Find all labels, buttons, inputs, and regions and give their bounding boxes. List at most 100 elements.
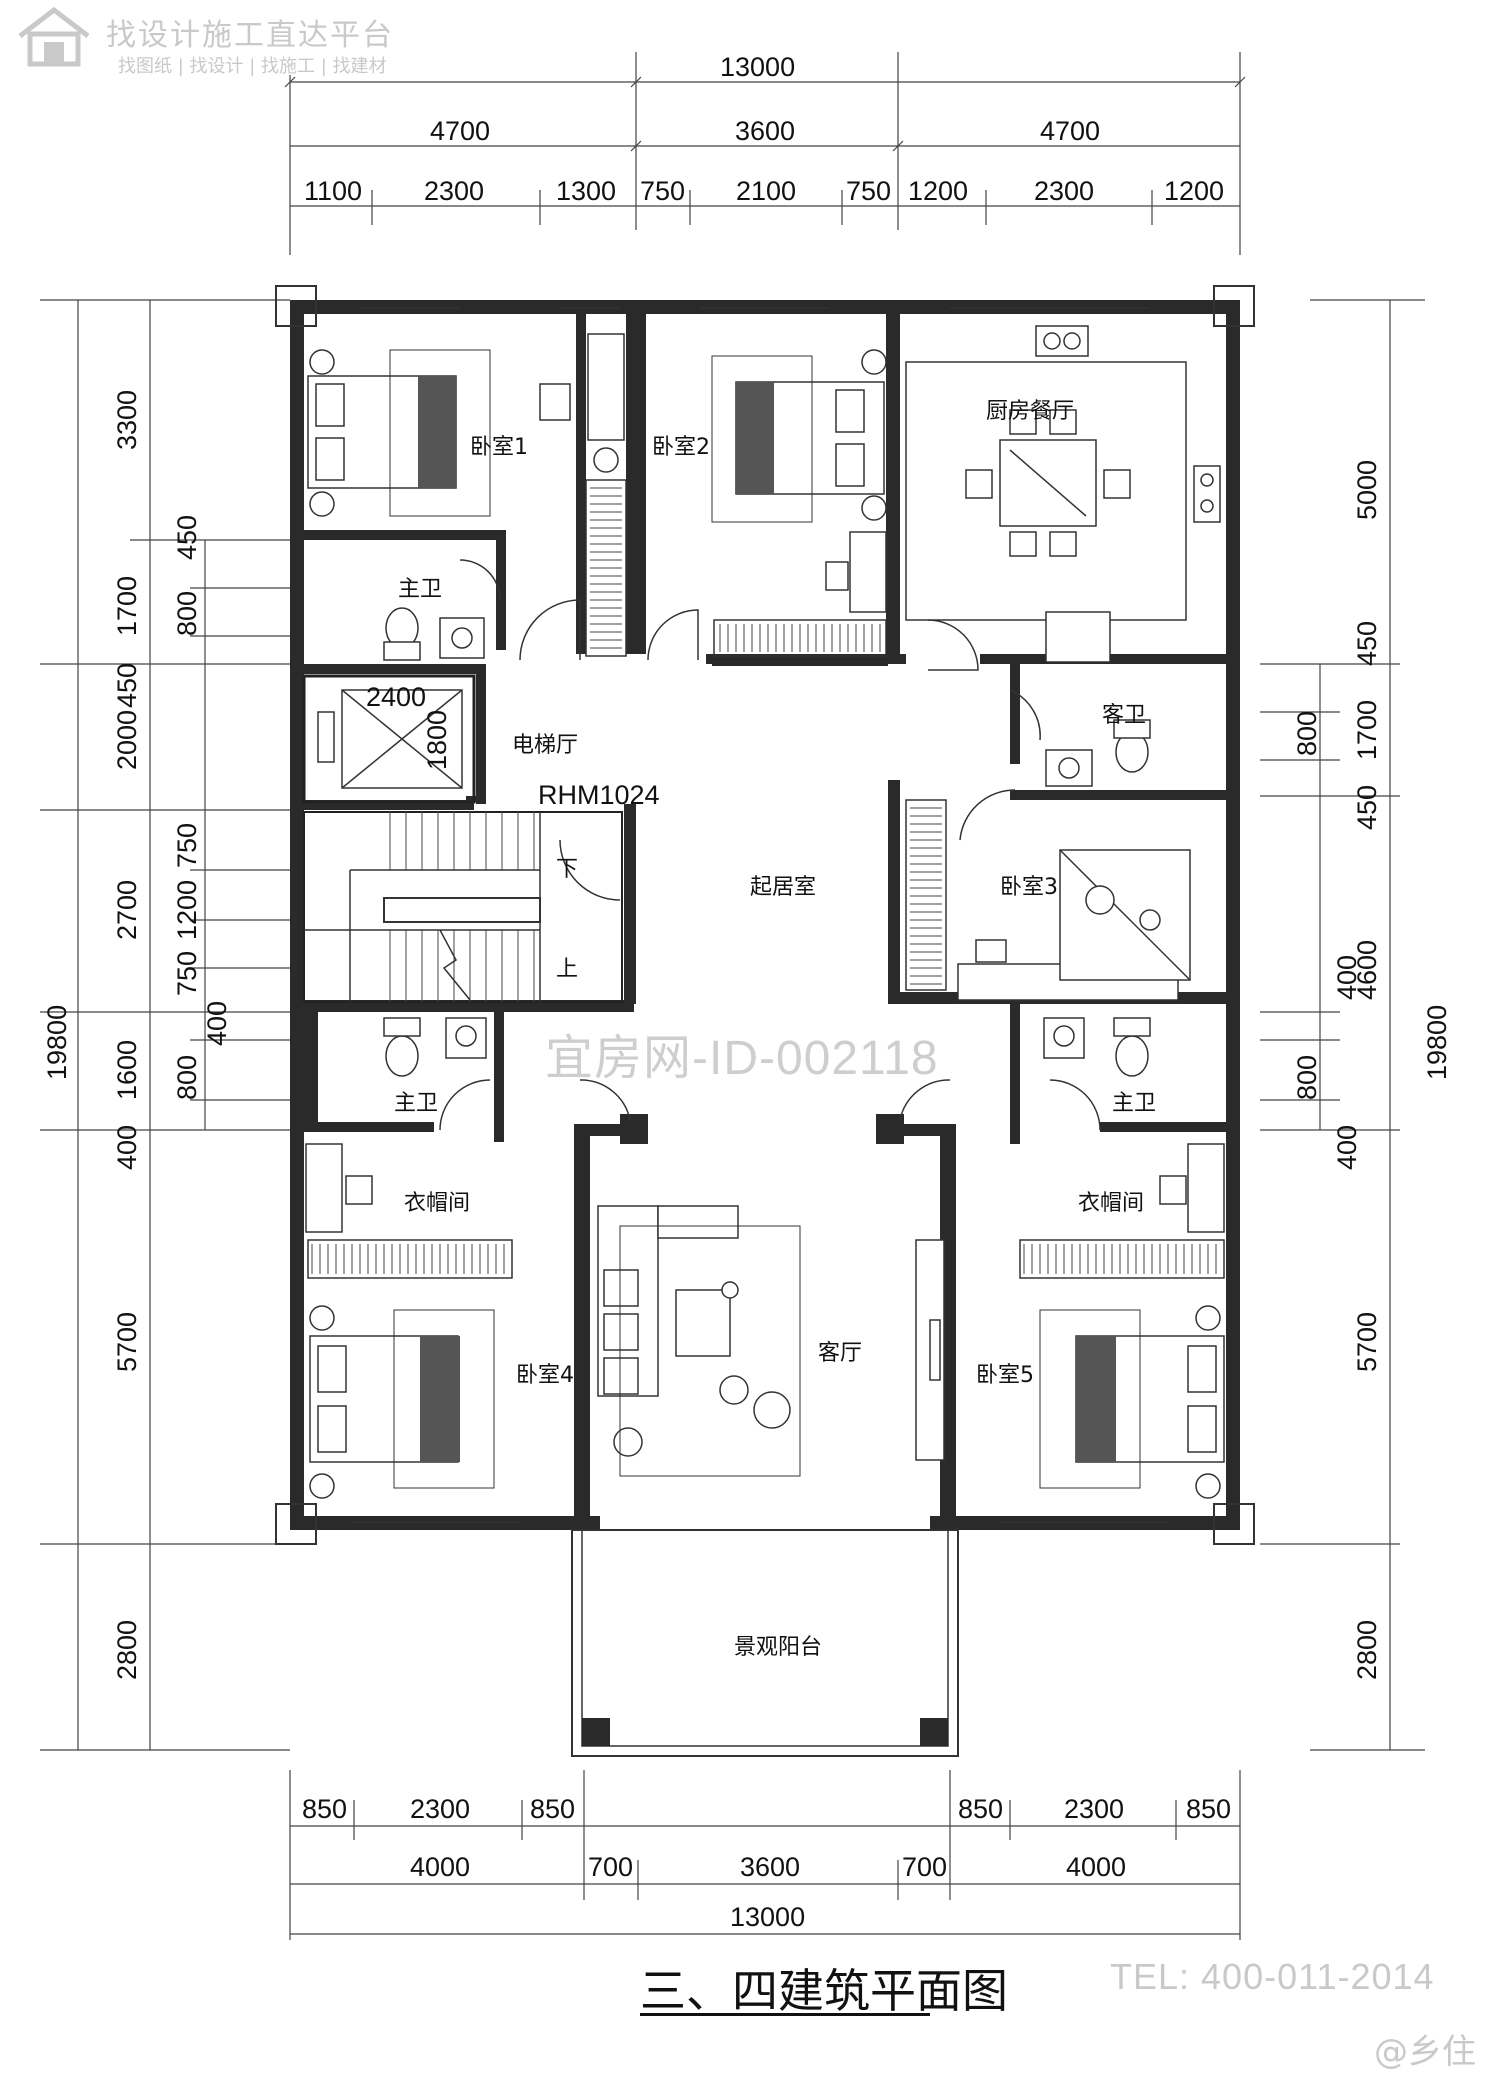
label-cloakroom-1: 衣帽间	[404, 1191, 470, 1216]
dim-right-inner-1: 450	[1352, 621, 1382, 666]
dim-bottom-row1-6: 850	[1186, 1794, 1231, 1824]
dim-bottom-row1-4: 850	[958, 1794, 1003, 1824]
elevator-height: 1800	[422, 710, 452, 770]
dim-left-inner-2: 800	[172, 591, 202, 636]
dim-bottom-row2-5: 4000	[1066, 1852, 1126, 1882]
dim-left-inner-9: 400	[112, 1125, 142, 1170]
stairs: 下 上	[303, 811, 623, 1003]
label-kitchen-dining: 厨房餐厅	[986, 399, 1074, 424]
drawing-title: 三、四建筑平面图	[640, 1964, 1008, 2018]
drawing-title-block: 三、四建筑平面图	[640, 1955, 1008, 2018]
dim-right-1: 5000	[1352, 460, 1382, 520]
dim-top-row3-9: 1200	[1164, 176, 1224, 206]
exterior-walls	[275, 285, 1255, 1545]
stair-up-label: 上	[556, 957, 578, 982]
wardrobes	[307, 479, 1225, 1279]
dim-bottom-row1-3: 850	[530, 1794, 575, 1824]
elevator-width: 2400	[366, 682, 426, 712]
elevator: 2400 1800	[302, 674, 476, 804]
dim-bottom-row2-3: 3600	[740, 1852, 800, 1882]
doors	[439, 559, 1101, 1131]
dim-top-row3-4: 750	[640, 176, 685, 206]
dim-top-row3-6: 750	[846, 176, 891, 206]
dim-left-7: 2800	[112, 1620, 142, 1680]
label-balcony: 景观阳台	[734, 1635, 822, 1660]
left-dimensions: 3300 1700 2000 2700 1600 5700 2800 19800…	[40, 299, 290, 1751]
dim-top-row3-2: 2300	[424, 176, 484, 206]
top-dimensions: 13000 4700 3600 4700 1100 2300 1300 750 …	[284, 52, 1246, 255]
center-watermark: 宜房网-ID-002118	[545, 1032, 939, 1085]
room-labels: 卧室1 卧室2 厨房餐厅 主卫 客卫 电梯厅 RHM1024 起居室 卧室3 主…	[394, 399, 1156, 1660]
dim-top-row3-7: 1200	[908, 176, 968, 206]
watermark-brand: 找设计施工直达平台	[106, 18, 394, 53]
dim-right-inner-4: 400	[1332, 955, 1362, 1000]
dim-left-inner-8: 800	[172, 1055, 202, 1100]
label-door-code: RHM1024	[538, 780, 660, 810]
label-bedroom3: 卧室3	[1000, 875, 1058, 900]
dim-left-inner-5: 1200	[172, 880, 202, 940]
author-watermark: @乡住	[1374, 2032, 1476, 2072]
interior-walls	[304, 314, 1226, 1524]
dim-right-inner-3: 450	[1352, 785, 1382, 830]
bedroom3-furniture	[1059, 849, 1191, 981]
dim-top-overall: 13000	[720, 52, 795, 82]
dim-top-row3-3: 1300	[556, 176, 616, 206]
kitchen	[905, 325, 1221, 663]
dim-right-5: 2800	[1352, 1620, 1382, 1680]
dim-left-inner-1: 450	[172, 515, 202, 560]
dim-top-row3-5: 2100	[736, 176, 796, 206]
dim-right-inner-2: 800	[1292, 711, 1322, 756]
lamps	[309, 349, 1221, 1499]
dim-bottom-row1-1: 850	[302, 1794, 347, 1824]
watermark-links: 找图纸 | 找设计 | 找施工 | 找建材	[118, 56, 387, 77]
dim-bottom-row2-1: 4000	[410, 1852, 470, 1882]
label-bedroom5: 卧室5	[976, 1363, 1034, 1388]
right-dimensions: 5000 1700 4600 5700 2800 19800 450 800 4…	[1260, 299, 1452, 1751]
dim-right-4: 5700	[1352, 1312, 1382, 1372]
dim-left-2: 1700	[112, 576, 142, 636]
stair-down-label: 下	[556, 857, 578, 882]
dim-right-overall: 19800	[1422, 1005, 1452, 1080]
dim-left-inner-6: 750	[172, 951, 202, 996]
dim-left-inner-3: 450	[112, 663, 142, 708]
dim-left-inner-4: 750	[172, 823, 202, 868]
label-living-room: 起居室	[750, 875, 816, 900]
label-master-bath-1: 主卫	[398, 577, 442, 602]
dim-bottom-row1-2: 2300	[410, 1794, 470, 1824]
dim-left-4: 2700	[112, 880, 142, 940]
dim-bottom-overall: 13000	[730, 1902, 805, 1932]
dim-left-5: 1600	[112, 1040, 142, 1100]
desks	[305, 333, 1225, 1233]
label-cloakroom-2: 衣帽间	[1078, 1191, 1144, 1216]
bathroom-fixtures	[383, 607, 1151, 1077]
dim-right-2: 1700	[1352, 700, 1382, 760]
beds	[307, 349, 1225, 1489]
dim-left-1: 3300	[112, 390, 142, 450]
tel-watermark: TEL: 400-011-2014	[1110, 1956, 1435, 1997]
dim-top-row3-1: 1100	[304, 176, 362, 206]
house-logo-icon	[18, 6, 90, 67]
dim-left-overall: 19800	[42, 1005, 72, 1080]
label-guest-bath: 客卫	[1102, 703, 1146, 728]
dim-left-6: 5700	[112, 1312, 142, 1372]
label-elevator-hall: 电梯厅	[512, 733, 578, 758]
dim-left-3: 2000	[112, 710, 142, 770]
dim-right-inner-6: 400	[1332, 1125, 1362, 1170]
dim-top-row2-c: 4700	[1040, 116, 1100, 146]
dim-bottom-row2-4: 700	[902, 1852, 947, 1882]
label-bedroom4: 卧室4	[516, 1363, 574, 1388]
dim-top-row2-b: 3600	[735, 116, 795, 146]
dim-top-row3-8: 2300	[1034, 176, 1094, 206]
label-master-bath-2: 主卫	[394, 1091, 438, 1116]
balcony	[571, 1529, 959, 1757]
label-bedroom1: 卧室1	[470, 435, 528, 460]
label-bedroom2: 卧室2	[652, 435, 710, 460]
bottom-dimensions: 850 2300 850 850 2300 850 4000 700 3600 …	[289, 1770, 1241, 1940]
dim-left-inner-7: 400	[202, 1001, 232, 1046]
dim-bottom-row2-2: 700	[588, 1852, 633, 1882]
title-underline	[640, 2013, 930, 2016]
label-master-bath-3: 主卫	[1112, 1091, 1156, 1116]
watermark-logo: 找设计施工直达平台 找图纸 | 找设计 | 找施工 | 找建材	[14, 6, 414, 77]
dim-top-row2-a: 4700	[430, 116, 490, 146]
